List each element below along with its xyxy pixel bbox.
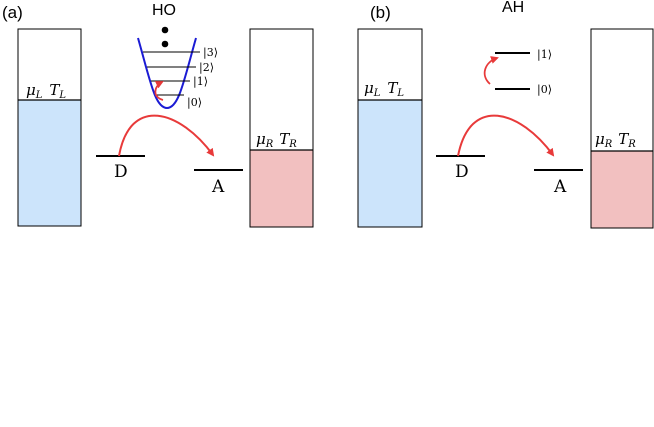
- donor-label-b: D: [455, 162, 469, 182]
- excitation-arrow-a: [154, 81, 164, 101]
- panel-b-title: AH: [502, 0, 524, 16]
- acceptor-label-b: A: [553, 177, 567, 197]
- panel-b-tag: (b): [370, 3, 391, 22]
- left-lead-a-frame: [17, 28, 82, 227]
- ho-level-3-label: |3⟩: [203, 46, 218, 60]
- potential-well: [137, 37, 197, 110]
- transfer-arrow-a: [118, 114, 215, 157]
- right-lead-a-fill: [250, 150, 313, 227]
- ho-level-1-label: |1⟩: [193, 75, 208, 89]
- right-lead-a-frame: [249, 28, 314, 228]
- right-lead-b-frame: [590, 28, 654, 229]
- right-lead-b-fill: [591, 151, 653, 228]
- ah-level-1-label: |1⟩: [537, 48, 552, 62]
- ah-level-0-label: |0⟩: [537, 83, 552, 97]
- ellipsis-dot: [161, 40, 169, 48]
- ho-level-2-label: |2⟩: [199, 61, 214, 75]
- ellipsis-dot: [161, 26, 169, 34]
- acceptor-label-a: A: [211, 177, 225, 197]
- donor-label-a: D: [114, 162, 128, 182]
- left-lead-b-frame: [357, 28, 423, 228]
- transfer-arrow-b: [457, 114, 555, 157]
- two-level-system: |1⟩ |0⟩: [483, 48, 552, 97]
- left-lead-a-fill: [18, 100, 81, 226]
- harmonic-oscillator: |3⟩ |2⟩ |1⟩ |0⟩: [137, 26, 218, 110]
- left-lead-b-fill: [358, 100, 422, 227]
- excitation-arrow-b: [483, 56, 499, 85]
- ho-level-0-label: |0⟩: [187, 96, 202, 110]
- panel-a-title: HO: [152, 2, 176, 19]
- panel-a-tag: (a): [2, 3, 23, 22]
